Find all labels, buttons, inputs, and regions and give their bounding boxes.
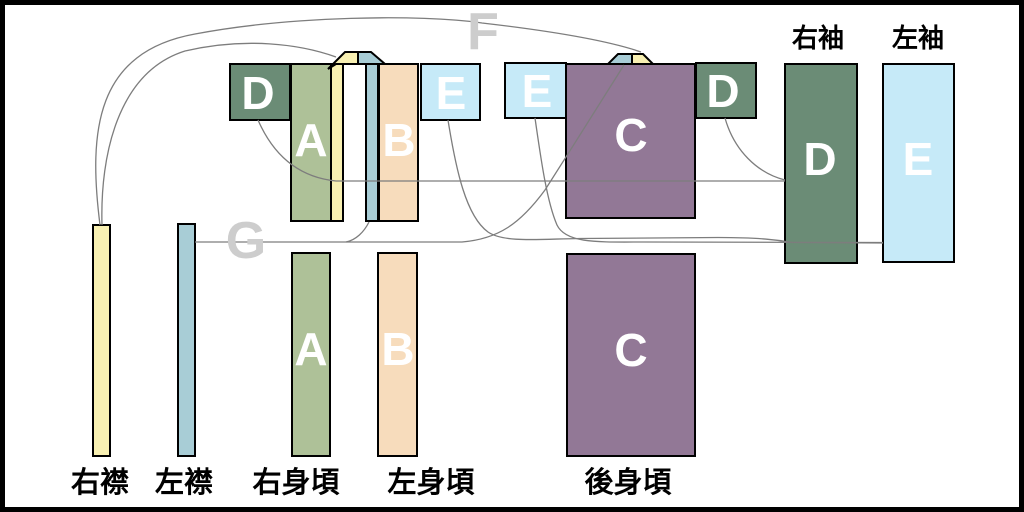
connector-line-g-branch <box>345 221 370 243</box>
left-body-panel-b <box>377 252 418 457</box>
strip-letter-c: C <box>614 324 647 376</box>
front-neckline-left-collar-piece <box>357 51 388 65</box>
front-right-collar-strip <box>330 63 344 222</box>
front-left-shoulder-piece-d <box>229 63 291 121</box>
front-left-collar-strip <box>365 63 379 222</box>
left-sleeve-panel-e <box>882 63 955 263</box>
front-letter-d: D <box>241 67 274 119</box>
back-body-panel-c <box>566 253 696 457</box>
front-right-body-piece-a <box>290 63 332 222</box>
back-letter-c: C <box>614 109 647 161</box>
left-sleeve-label: 左袖 <box>892 23 944 54</box>
back-neckline-left-collar-piece <box>605 53 633 65</box>
strip-letter-a: A <box>294 323 327 375</box>
connector-line-d-back <box>724 117 786 181</box>
connector-letter-f: F <box>467 3 499 61</box>
connector-line-e-back <box>534 117 884 244</box>
back-letter-d: D <box>706 65 739 117</box>
left-collar-strip-panel <box>177 223 196 457</box>
right-body-panel-a <box>291 252 331 457</box>
right-sleeve-letter-d: D <box>803 133 836 185</box>
strip-letter-b: B <box>381 323 414 375</box>
back-letter-e: E <box>522 65 553 117</box>
connector-line-e-front <box>447 119 884 244</box>
connector-line-d-front <box>257 119 785 182</box>
connector-line-g-main <box>195 64 625 243</box>
front-letter-e: E <box>436 67 467 119</box>
back-body-piece-c <box>565 63 696 219</box>
left-sleeve-letter-e: E <box>903 133 934 185</box>
front-right-shoulder-piece-e <box>420 63 481 121</box>
front-left-body-piece-b <box>378 63 419 222</box>
connector-line-f-outer <box>95 17 642 226</box>
right-collar-label: 右襟 <box>71 465 129 499</box>
right-body-label: 右身頃 <box>252 465 340 499</box>
back-body-label: 後身頃 <box>584 465 672 499</box>
right-sleeve-panel-d <box>784 63 858 264</box>
right-collar-strip-panel <box>92 224 111 457</box>
front-letter-a: A <box>294 114 327 166</box>
back-right-shoulder-piece-d <box>695 62 757 119</box>
right-sleeve-label: 右袖 <box>792 23 844 54</box>
connector-line-f-inner <box>101 42 337 226</box>
front-letter-b: B <box>382 114 415 166</box>
connector-letter-g: G <box>226 212 266 270</box>
left-collar-label: 左襟 <box>155 465 213 499</box>
back-neckline-right-collar-piece <box>631 53 656 65</box>
left-body-label: 左身頃 <box>387 465 475 499</box>
